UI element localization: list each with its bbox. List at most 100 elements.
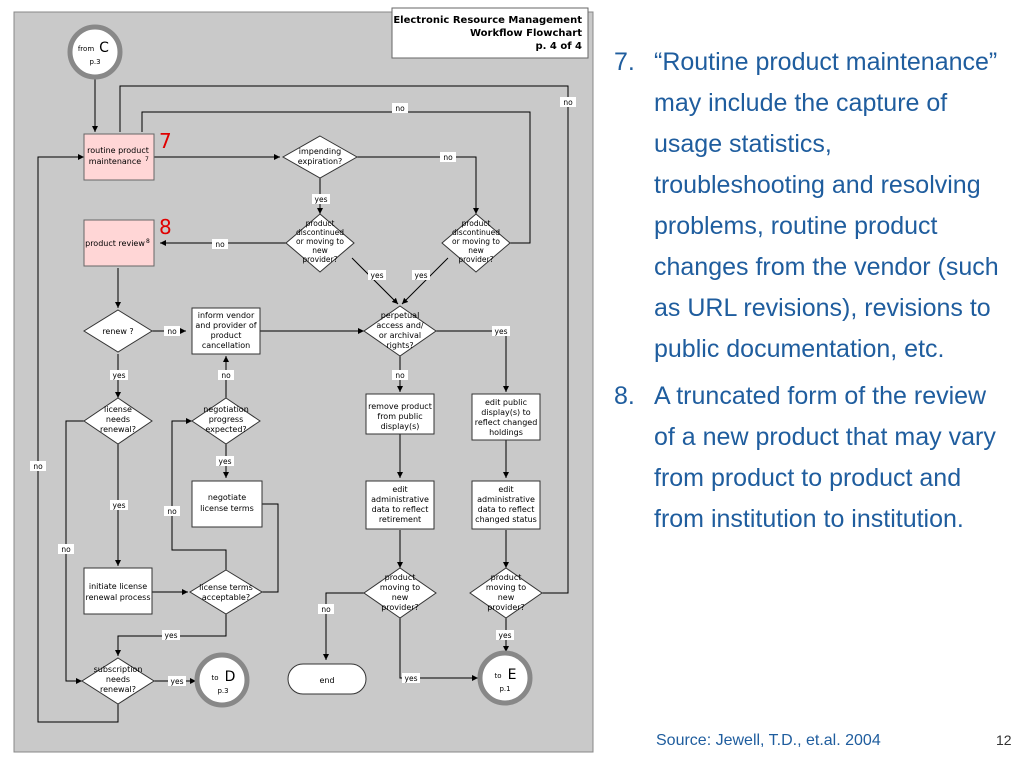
svg-text:p.3: p.3 [89, 58, 100, 66]
svg-text:license: license [104, 405, 132, 414]
box-edit-admin-changed: edit administrative data to reflect chan… [471, 480, 541, 530]
page-number: 12 [996, 732, 1012, 748]
decision-renew: renew ? [83, 309, 153, 353]
svg-text:expiration?: expiration? [298, 157, 343, 166]
svg-text:no: no [321, 605, 331, 614]
svg-text:new: new [312, 246, 328, 255]
svg-text:rights?: rights? [386, 341, 413, 350]
svg-text:acceptable?: acceptable? [202, 593, 250, 602]
svg-text:provider?: provider? [381, 603, 419, 612]
decision-perpetual-access: perpetual access and/ or archival rights… [363, 305, 437, 357]
header-line-3: p. 4 of 4 [535, 41, 582, 52]
decision-moving-left: product moving to new provider? [363, 567, 437, 619]
svg-text:administrative: administrative [477, 495, 535, 504]
label-no: no [218, 370, 234, 380]
terminal-end: end [287, 663, 367, 695]
svg-text:C: C [99, 40, 109, 56]
label-no: no [30, 461, 46, 471]
svg-text:routine product: routine product [87, 146, 149, 155]
svg-text:or moving to: or moving to [452, 237, 500, 246]
box-edit-public-display: edit public display(s) to reflect change… [471, 393, 541, 441]
label-no: no [440, 152, 456, 162]
decision-license-terms-acceptable: license terms acceptable? [189, 569, 263, 615]
svg-text:administrative: administrative [371, 495, 429, 504]
svg-text:inform vendor: inform vendor [198, 311, 255, 320]
decision-impending-expiration: impending expiration? [281, 135, 359, 179]
note-text: A truncated form of the review of a new … [654, 382, 996, 533]
svg-text:from: from [78, 45, 94, 53]
flow-lines [37, 78, 569, 723]
svg-text:yes: yes [405, 674, 418, 683]
svg-text:subscription: subscription [94, 665, 143, 674]
svg-text:new: new [468, 246, 484, 255]
label-no: no [392, 103, 408, 113]
svg-text:yes: yes [499, 631, 512, 640]
label-yes: yes [312, 194, 330, 204]
svg-text:yes: yes [219, 457, 232, 466]
decision-discontinued-left: product discontinued or moving to new pr… [285, 213, 355, 273]
svg-text:renewal?: renewal? [100, 685, 136, 694]
svg-text:discontinued: discontinued [296, 228, 344, 237]
svg-text:or moving to: or moving to [296, 237, 344, 246]
flow-labels: no no no yes no yes yes no yes yes no no… [30, 97, 576, 686]
svg-text:provider?: provider? [302, 255, 337, 264]
label-no: no [58, 544, 74, 554]
svg-text:initiate license: initiate license [89, 582, 147, 591]
note-number: 8. [614, 382, 635, 410]
label-yes: yes [412, 270, 430, 280]
svg-text:product review: product review [85, 239, 145, 248]
svg-text:changed status: changed status [475, 515, 537, 524]
svg-text:access and/: access and/ [376, 321, 424, 330]
svg-text:yes: yes [171, 677, 184, 686]
svg-text:display(s) to: display(s) to [481, 408, 530, 417]
svg-text:no: no [33, 462, 43, 471]
svg-text:product: product [211, 331, 242, 340]
label-yes: yes [216, 456, 234, 466]
svg-text:no: no [215, 240, 225, 249]
label-yes: yes [402, 673, 420, 683]
box-inform-vendor: inform vendor and provider of product ca… [191, 307, 261, 355]
svg-text:yes: yes [113, 501, 126, 510]
svg-text:no: no [563, 98, 573, 107]
source-citation: Source: Jewell, T.D., et.al. 2004 [656, 732, 881, 749]
svg-text:needs: needs [106, 675, 130, 684]
decision-discontinued-right: product discontinued or moving to new pr… [441, 213, 511, 273]
box-routine-maintenance: routine product maintenance 7 [83, 133, 155, 181]
decision-subscription-renewal: subscription needs renewal? [81, 657, 155, 705]
note-item: 7. “Routine product maintenance” may inc… [614, 42, 1004, 370]
note-number: 7. [614, 48, 635, 76]
svg-text:yes: yes [315, 195, 328, 204]
note-item: 8. A truncated form of the review of a n… [614, 376, 1004, 540]
svg-text:E: E [508, 667, 517, 683]
svg-text:provider?: provider? [458, 255, 493, 264]
svg-text:cancellation: cancellation [202, 341, 250, 350]
svg-text:reflect changed: reflect changed [475, 418, 538, 427]
svg-text:7: 7 [145, 156, 149, 163]
note-text: “Routine product maintenance” may includ… [654, 48, 999, 363]
svg-text:product: product [306, 219, 335, 228]
svg-text:renew ?: renew ? [102, 327, 133, 336]
svg-text:to: to [494, 672, 501, 680]
svg-text:D: D [225, 669, 236, 685]
svg-text:to: to [211, 674, 218, 682]
label-yes: yes [368, 270, 386, 280]
svg-text:no: no [167, 507, 177, 516]
svg-text:license terms: license terms [199, 583, 253, 592]
svg-text:renewal?: renewal? [100, 425, 136, 434]
svg-text:end: end [319, 676, 334, 685]
svg-text:yes: yes [371, 271, 384, 280]
svg-text:no: no [395, 371, 405, 380]
label-no: no [164, 506, 180, 516]
label-no: no [164, 326, 180, 336]
svg-text:retirement: retirement [379, 515, 421, 524]
header-line-1: Electronic Resource Management [393, 15, 582, 26]
svg-text:needs: needs [106, 415, 130, 424]
callout-8: 8 [159, 215, 172, 239]
box-product-review: product review 8 [83, 219, 155, 267]
svg-text:edit public: edit public [485, 398, 527, 407]
svg-text:holdings: holdings [489, 428, 523, 437]
svg-text:new: new [498, 593, 515, 602]
svg-text:product: product [462, 219, 491, 228]
svg-text:moving to: moving to [380, 583, 420, 592]
label-no: no [560, 97, 576, 107]
